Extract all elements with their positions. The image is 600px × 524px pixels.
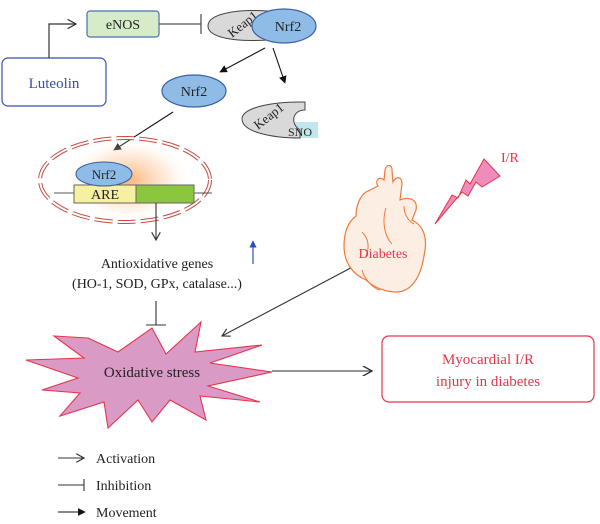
heart-icon: Diabetes <box>343 164 427 293</box>
nrf2-bound <box>251 8 317 44</box>
are-label: ARE <box>91 188 119 203</box>
legend-activation-label: Activation <box>96 452 155 467</box>
legend-inhibition: Inhibition <box>58 479 151 494</box>
nrf2-complex-label: Nrf2 <box>275 20 301 35</box>
outcome-node: Myocardial I/R injury in diabetes <box>381 335 595 403</box>
inhibition-enos-keap1 <box>159 14 202 34</box>
legend-movement: Movement <box>58 506 157 521</box>
oxidative-stress-node: Oxidative stress <box>25 320 273 430</box>
outcome-line1: Myocardial I/R <box>442 352 534 368</box>
legend-activation: Activation <box>58 452 155 467</box>
antioxidative-genes-list: (HO-1, SOD, GPx, catalase...) <box>72 277 242 292</box>
activation-arrow-luteolin-enos <box>48 24 76 58</box>
luteolin-node: Luteolin <box>1 57 107 107</box>
ir-label: I/R <box>501 151 520 166</box>
activation-arrow-diabetes-stress <box>222 261 363 336</box>
outcome-line2: injury in diabetes <box>436 374 540 390</box>
inhibition-antioxidative-stress <box>146 301 166 326</box>
gene-block <box>135 184 195 204</box>
antioxidative-genes-title: Antioxidative genes <box>101 257 213 272</box>
keap1-sno-node: Keap1 SNO <box>241 100 318 139</box>
enos-node: eNOS <box>86 10 160 38</box>
nrf2-nucleus-label: Nrf2 <box>92 167 117 182</box>
enos-label: eNOS <box>106 18 140 33</box>
keap1-nrf2-complex: Keap1 Nrf2 <box>207 8 317 44</box>
nrf2-free-node: Nrf2 <box>161 74 227 108</box>
movement-arrow-keap1-sno <box>272 47 287 84</box>
sno-label: SNO <box>288 125 312 139</box>
nrf2-free-label: Nrf2 <box>181 85 207 100</box>
ischemia-reperfusion-bolt-icon <box>434 158 501 225</box>
are-element: ARE <box>73 184 137 204</box>
oxidative-stress-label: Oxidative stress <box>104 365 200 381</box>
nuclear-membrane-inner <box>39 137 211 223</box>
diabetes-label: Diabetes <box>359 247 408 262</box>
luteolin-label: Luteolin <box>29 76 80 92</box>
legend-movement-label: Movement <box>96 506 157 521</box>
nrf2-nucleus-node: Nrf2 <box>75 161 133 187</box>
legend-inhibition-label: Inhibition <box>96 479 151 494</box>
legend: Activation Inhibition Movement <box>58 452 157 521</box>
movement-arrow-nrf2-release <box>219 47 266 73</box>
